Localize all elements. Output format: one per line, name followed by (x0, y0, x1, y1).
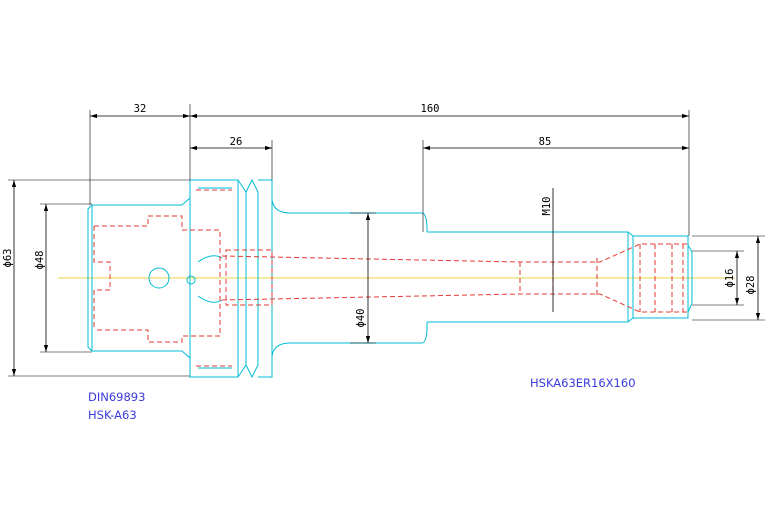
dim-label-160: 160 (421, 103, 440, 115)
dim-label-85: 85 (539, 136, 552, 148)
tool-body-outline (87, 178, 693, 379)
dim-label-26: 26 (230, 136, 243, 148)
note-standard: DIN69893 (88, 390, 145, 404)
dim-label-phi40: ϕ40 (355, 309, 367, 328)
dim-label-32: 32 (134, 103, 147, 115)
hidden-internal-features (93, 189, 690, 367)
dim-label-m10: M10 (541, 197, 553, 216)
extension-lines (8, 104, 765, 377)
note-interface: HSK-A63 (88, 408, 137, 422)
dim-label-phi28: ϕ28 (745, 276, 757, 295)
dim-label-phi16: ϕ16 (724, 269, 736, 288)
dim-label-phi48: ϕ48 (34, 251, 46, 270)
note-part-number: HSKA63ER16X160 (530, 376, 636, 390)
dim-label-phi63: ϕ63 (2, 249, 14, 268)
